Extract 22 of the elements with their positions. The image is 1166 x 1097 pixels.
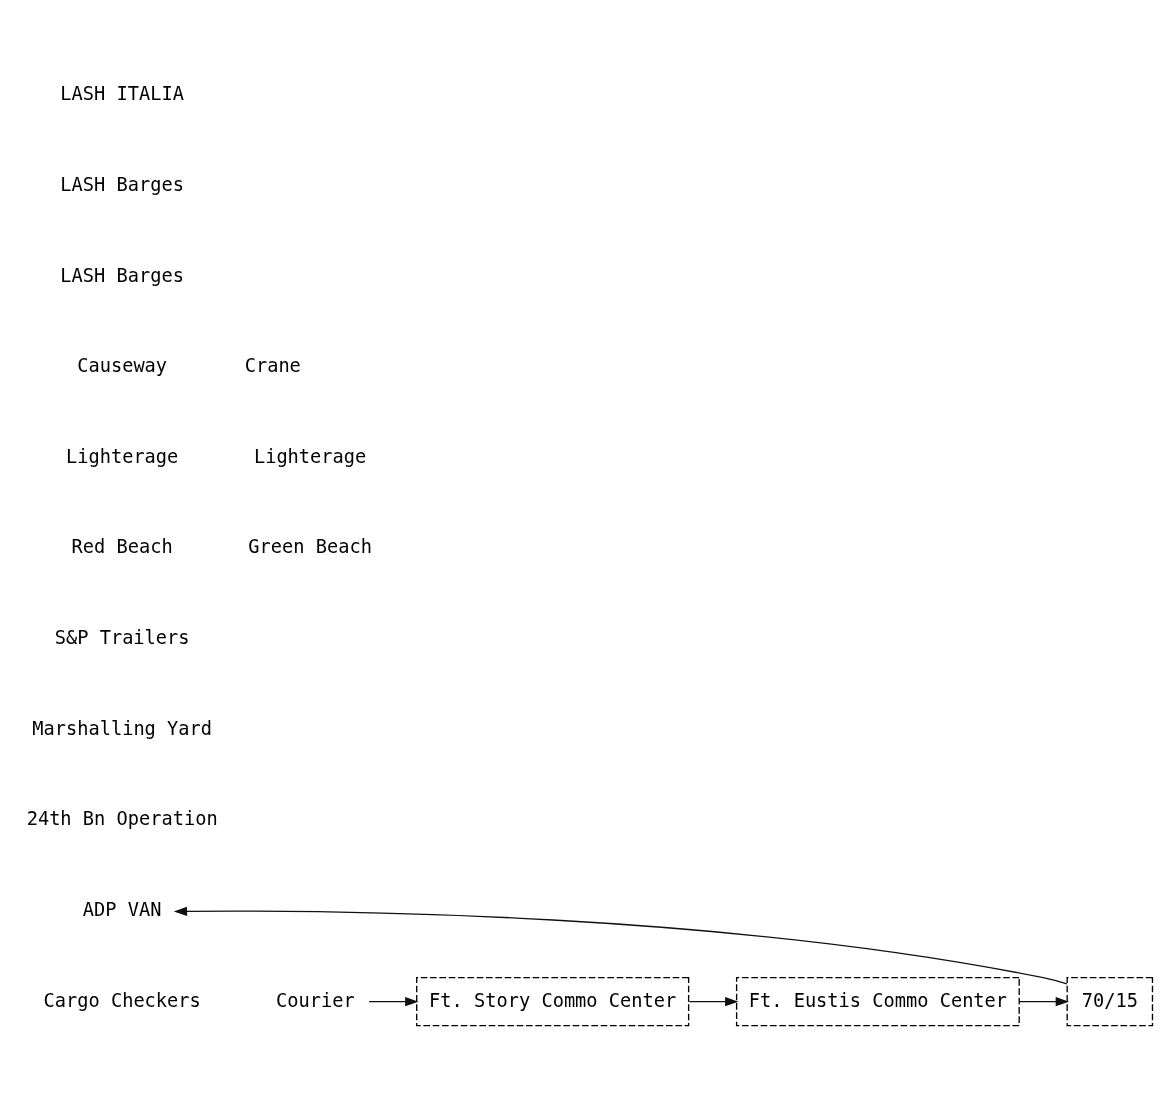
node-text: Cargo Checkers <box>43 989 201 1011</box>
arrow <box>368 997 419 1007</box>
arrow <box>1018 997 1069 1007</box>
node-box: Ft. Eustis Commo Center <box>735 977 1020 1027</box>
node-text: Lighterage <box>253 445 367 467</box>
node-text: LASH Barges <box>60 173 184 195</box>
node-text: 24th Bn Operation <box>26 808 218 830</box>
node-text: S&P Trailers <box>54 627 190 649</box>
node-text: Causeway <box>77 355 168 377</box>
node-text: Marshalling Yard <box>32 717 213 739</box>
node-text: LASH Barges <box>60 264 184 286</box>
node-text: ADP VAN <box>82 898 162 920</box>
node-box: Ft. Story Commo Center <box>416 977 690 1027</box>
node-text: LASH ITALIA <box>60 83 184 105</box>
arrow <box>173 906 1068 985</box>
node-text: Crane <box>244 355 301 377</box>
node-text: Green Beach <box>248 536 372 558</box>
node-box: 70/15 <box>1066 977 1154 1027</box>
node-text: Red Beach <box>71 536 173 558</box>
node-text: Courier <box>276 989 355 1011</box>
node-text: Lighterage <box>66 445 179 467</box>
arrow <box>688 997 739 1007</box>
